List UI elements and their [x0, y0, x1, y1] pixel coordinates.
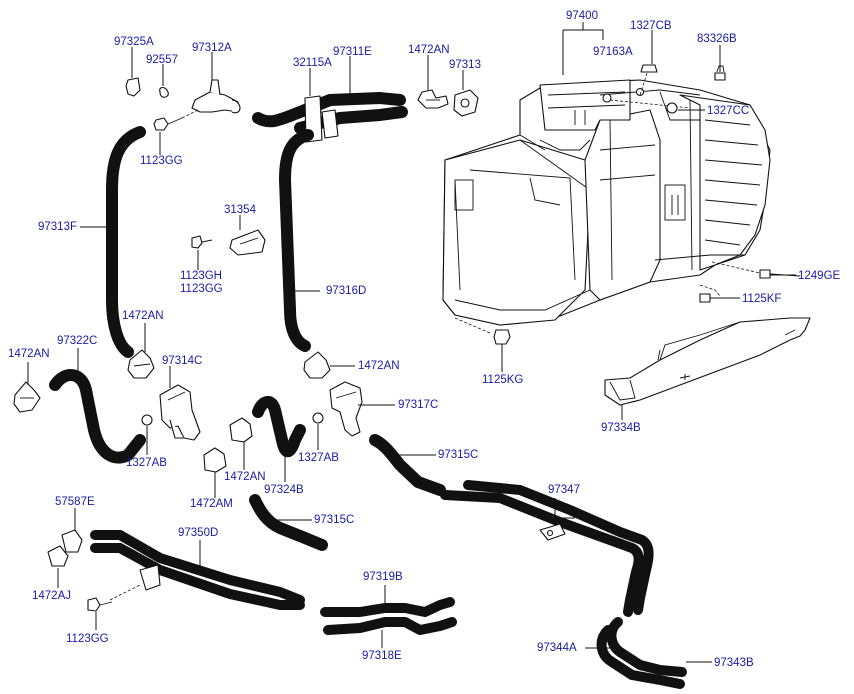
label-97319B: 97319B: [363, 571, 403, 583]
label-1472AN-left: 1472AN: [8, 348, 50, 360]
label-1123GG-bottom: 1123GG: [66, 633, 109, 645]
hose-97313F: [106, 126, 146, 358]
valve-97317C: [312, 381, 363, 437]
pipe-97311E: [252, 92, 408, 143]
duct-97334B: [604, 317, 811, 406]
label-1123GH: 1123GH: [180, 270, 222, 282]
clamp-grommet-top: [417, 89, 479, 117]
label-1125KG: 1125KG: [482, 374, 524, 386]
clamps-57587E: [47, 529, 113, 612]
label-97163A: 97163A: [593, 46, 633, 58]
label-1472AN-top: 1472AN: [408, 44, 450, 56]
clamps-left: [13, 349, 331, 413]
label-1327CC: 1327CC: [707, 105, 750, 117]
label-1472AN-midright: 1472AN: [358, 360, 400, 372]
label-97344A: 97344A: [537, 642, 577, 654]
label-1249GE: 1249GE: [798, 270, 841, 282]
label-97311E: 97311E: [333, 46, 372, 58]
label-97315C-lower: 97315C: [314, 514, 355, 526]
label-97322C: 97322C: [57, 335, 98, 347]
label-1327CB: 1327CB: [630, 20, 672, 32]
label-1327AB-right: 1327AB: [298, 452, 339, 464]
small-parts-top-left: [125, 77, 241, 131]
hose-97316D: [279, 129, 314, 352]
label-97316D: 97316D: [326, 285, 367, 297]
pipes-97319B-97318E: [320, 597, 457, 635]
label-97350D: 97350D: [178, 527, 219, 539]
pipe-97344A: [596, 617, 687, 689]
label-83326B: 83326B: [697, 33, 737, 45]
label-97312A: 97312A: [192, 42, 232, 54]
label-1472AN-midleft: 1472AN: [122, 310, 164, 322]
label-1472AN-center: 1472AN: [224, 471, 266, 483]
bracket-31354: [191, 229, 266, 256]
hose-97315C-lower: [249, 494, 328, 551]
heater-unit: [442, 69, 771, 334]
hose-97324B: [203, 396, 306, 473]
label-92557: 92557: [146, 54, 178, 66]
label-31354: 31354: [224, 204, 256, 216]
label-97313: 97313: [449, 59, 481, 71]
leader-lines: [27, 22, 796, 663]
pipe-97350D: [90, 530, 305, 610]
heater-screws: [493, 64, 801, 345]
label-97317C: 97317C: [398, 399, 439, 411]
label-97343B: 97343B: [714, 657, 754, 669]
label-97324B: 97324B: [264, 484, 304, 496]
hose-97315C-upper: [369, 434, 446, 496]
label-32115A: 32115A: [293, 57, 332, 69]
label-97400: 97400: [566, 10, 598, 22]
pipe-97347: [440, 480, 654, 617]
label-97315C-upper: 97315C: [438, 449, 479, 461]
label-97334B: 97334B: [601, 422, 641, 434]
label-1123GG-mid: 1123GG: [180, 283, 223, 295]
hose-97322C: [49, 369, 146, 464]
label-97325A: 97325A: [114, 36, 154, 48]
label-97314C: 97314C: [162, 355, 203, 367]
label-1472AJ: 1472AJ: [32, 590, 72, 602]
valve-97314C: [141, 384, 201, 441]
label-97318E: 97318E: [362, 650, 402, 662]
label-1327AB-left: 1327AB: [126, 457, 167, 469]
label-1123GG-top: 1123GG: [140, 155, 183, 167]
label-1472AM: 1472AM: [190, 498, 233, 510]
label-97313F: 97313F: [38, 221, 78, 233]
label-57587E: 57587E: [55, 496, 95, 508]
label-1125KF: 1125KF: [742, 293, 782, 305]
label-97347: 97347: [548, 484, 580, 496]
